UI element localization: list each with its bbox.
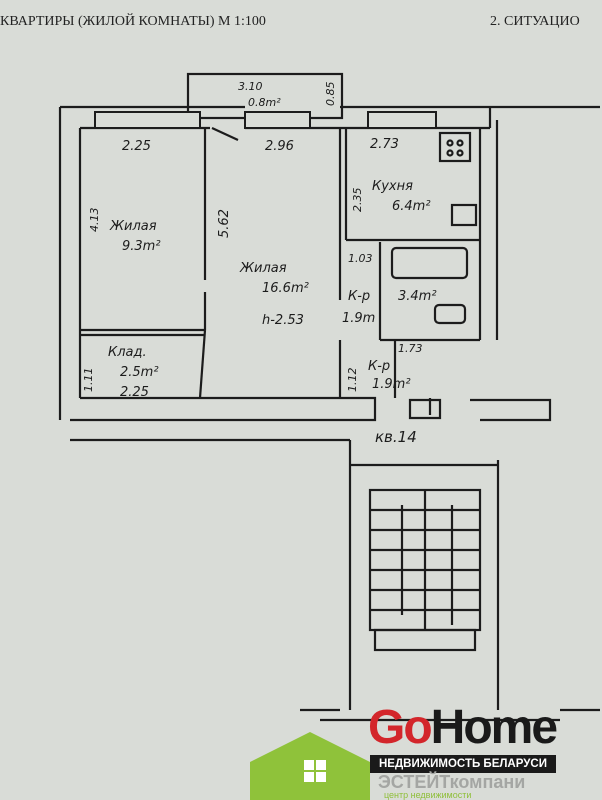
pantry-length: 1.11 <box>82 368 95 393</box>
bedroom-width: 2.25 <box>122 139 151 154</box>
balcony-length: 3.10 <box>238 80 263 93</box>
bedroom-area: 9.3m² <box>122 239 161 254</box>
burner-icon <box>446 139 454 147</box>
watermark: ЭСТЕЙТкомпани <box>378 772 526 792</box>
logo-go: Go <box>368 701 433 754</box>
sink <box>433 303 467 325</box>
kitchen-length: 2.35 <box>351 188 364 213</box>
section-title: 2. СИТУАЦИО <box>490 14 580 29</box>
balcony-door <box>211 127 239 141</box>
pantry-name: Клад. <box>108 345 147 360</box>
living-name: Жилая <box>239 261 287 276</box>
balcony-area: 0.8m² <box>248 96 281 109</box>
outer-wall-left <box>58 107 82 420</box>
outer-wall-top <box>60 105 600 130</box>
window <box>367 111 437 129</box>
bedroom-name: Жилая <box>109 219 157 234</box>
stove-icon <box>438 131 472 163</box>
corridor2-width: 1.73 <box>398 342 423 355</box>
plan-title: КВАРТИРЫ (ЖИЛОЙ КОМНАТЫ) М 1:100 <box>0 14 266 29</box>
bedroom-length: 4.13 <box>88 208 101 233</box>
bathtub <box>390 246 469 280</box>
kitchen-width: 2.73 <box>370 137 399 152</box>
living-length: 5.62 <box>217 209 232 238</box>
kitchen-area: 6.4m² <box>392 199 431 214</box>
watermark-sub: центр недвижимости <box>384 790 472 800</box>
window <box>94 111 201 129</box>
bathroom-area: 3.4m² <box>398 289 437 304</box>
pantry-area: 2.5m² <box>120 365 159 380</box>
lower-wall <box>300 708 600 722</box>
burner-icon <box>456 139 464 147</box>
bedroom-wall <box>80 128 207 337</box>
kitchen-name: Кухня <box>372 179 413 194</box>
outer-wall-bottom <box>70 396 552 442</box>
burner-icon <box>446 149 454 157</box>
corridor1-area: 1.9m <box>342 311 375 326</box>
pantry-door <box>198 329 207 399</box>
corridor1-name: К-р <box>348 289 370 304</box>
outer-wall-right <box>478 107 499 340</box>
living-width: 2.96 <box>265 139 294 154</box>
corridor2-area: 1.9m² <box>372 377 411 392</box>
corridor2-name: К-р <box>368 359 390 374</box>
window <box>244 111 311 129</box>
balcony-depth: 0.85 <box>324 82 337 107</box>
burner-icon <box>456 149 464 157</box>
kitchen-sink <box>450 203 478 227</box>
logo-tagline: НЕДВИЖИМОСТЬ БЕЛАРУСИ <box>370 755 556 773</box>
corridor2-length: 1.12 <box>346 368 359 393</box>
kitchen-wall <box>338 128 480 398</box>
stairs <box>368 488 482 652</box>
apartment-number: кв.14 <box>375 428 417 446</box>
logo-house-icon <box>250 732 370 800</box>
living-area: 16.6m² <box>262 281 309 296</box>
logo-home: Home <box>430 701 558 754</box>
pantry-width: 2.25 <box>120 385 149 400</box>
gohome-logo: GoHome <box>368 701 558 754</box>
ceiling-height: h-2.53 <box>262 313 304 328</box>
bathroom-width: 1.03 <box>348 252 373 265</box>
